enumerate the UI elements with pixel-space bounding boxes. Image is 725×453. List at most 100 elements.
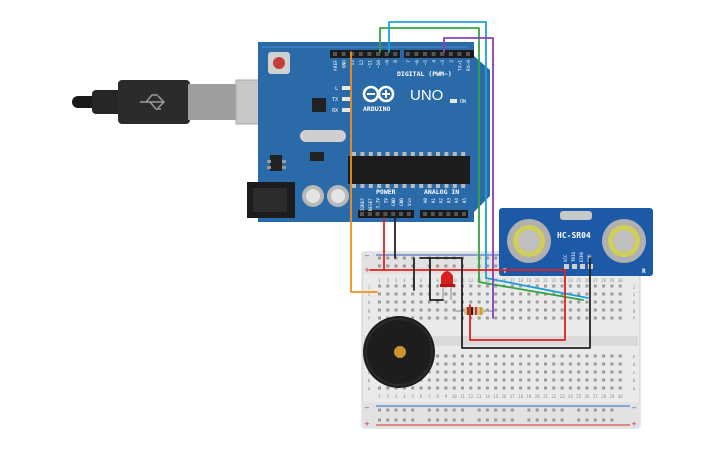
analog-pin-label: A3	[446, 198, 452, 204]
column-number: 4	[403, 394, 406, 399]
column-number: 16	[502, 394, 507, 399]
row-letter: f	[368, 316, 371, 322]
crystal	[300, 130, 346, 142]
column-number: 19	[526, 278, 531, 283]
column-number: 8	[436, 278, 439, 283]
top-pin-label: TX→1	[457, 60, 463, 71]
column-number: 7	[428, 394, 431, 399]
column-number: 14	[485, 394, 490, 399]
digital-header-left	[330, 50, 400, 58]
arduino-logo-icon	[362, 85, 395, 103]
column-number: 1	[378, 278, 381, 283]
rail-sign: +	[364, 420, 370, 428]
rail-sign: −	[631, 404, 637, 412]
red-led	[440, 271, 455, 300]
analog-pin-label: A2	[439, 198, 445, 204]
row-letter: e	[633, 355, 636, 360]
header-pin	[384, 52, 389, 56]
power-pin-label: 5V	[383, 198, 389, 204]
sensor-pin-label: VCC	[563, 254, 568, 262]
column-number: 26	[585, 394, 590, 399]
top-pin-label: 8	[393, 60, 399, 63]
sensor-pin-label: ECHO	[579, 251, 584, 262]
column-number: 14	[485, 278, 490, 283]
top-pin-label: ~5	[423, 60, 429, 66]
sensor-pin	[572, 264, 577, 269]
wire-red-sensor	[369, 269, 566, 341]
top-pin-label: ~3	[440, 60, 446, 66]
column-number: 10	[452, 278, 457, 283]
top-pin-label: AREF	[333, 60, 339, 71]
wire-orange	[350, 51, 378, 293]
header-pin	[423, 52, 427, 56]
status-led	[342, 86, 350, 90]
resistor	[456, 307, 492, 315]
row-letter: h	[633, 300, 636, 306]
analog-label: ANALOG IN	[424, 188, 459, 196]
sensor-corner-right: R	[642, 268, 646, 275]
column-number: 15	[493, 394, 498, 399]
column-number: 24	[568, 394, 573, 399]
column-number: 12	[468, 394, 473, 399]
header-pin	[414, 52, 419, 56]
sensor-pin-label: TRIG	[571, 251, 576, 262]
column-number: 22	[551, 394, 556, 399]
column-number: 30	[618, 394, 623, 399]
status-led	[342, 108, 350, 112]
top-pin-label: 13	[350, 60, 356, 66]
column-number: 20	[535, 278, 540, 283]
atmega-chip	[348, 156, 470, 184]
usb-icon	[140, 94, 166, 110]
top-pin-label: RX←0	[466, 60, 472, 71]
header-pin	[440, 52, 445, 56]
row-letter: f	[633, 316, 636, 322]
column-number: 11	[460, 394, 465, 399]
header-pin	[448, 52, 453, 56]
rail-sign: +	[631, 420, 637, 428]
analog-pin-label: A4	[454, 198, 460, 204]
column-number: 2	[387, 278, 390, 283]
wire-blue	[388, 21, 589, 299]
wire-purple	[443, 37, 494, 319]
column-number: 21	[543, 278, 548, 283]
row-letter: c	[368, 371, 371, 376]
center-channel	[364, 336, 638, 346]
row-letter: i	[633, 292, 636, 298]
column-number: 6	[420, 394, 423, 399]
power-pin-label: Vin	[407, 198, 413, 206]
header-pin	[405, 52, 410, 56]
column-number: 20	[535, 394, 540, 399]
column-number: 19	[526, 394, 531, 399]
top-pin-label: 4	[432, 60, 438, 63]
top-pin-label: ~11	[367, 60, 373, 69]
column-number: 18	[518, 394, 523, 399]
column-number: 18	[518, 278, 523, 283]
brand-label: ARDUINO	[363, 105, 390, 113]
column-number: 17	[510, 278, 515, 283]
column-number: 27	[593, 394, 598, 399]
row-letter: i	[368, 292, 371, 298]
analog-pin-label: A5	[462, 198, 468, 204]
top-pin-label: ~10	[376, 60, 382, 69]
top-pin-label: GND	[342, 60, 348, 69]
power-label: POWER	[376, 188, 396, 196]
column-number: 30	[618, 278, 623, 283]
column-number: 25	[576, 278, 581, 283]
column-number: 13	[477, 394, 482, 399]
column-number: 5	[411, 394, 414, 399]
column-number: 3	[395, 394, 398, 399]
led-label: RX	[332, 108, 338, 114]
column-number: 23	[560, 394, 565, 399]
column-number: 10	[452, 394, 457, 399]
row-letter: a	[633, 387, 636, 392]
led-label: L	[335, 86, 338, 92]
column-number: 22	[551, 278, 556, 283]
column-number: 24	[568, 278, 573, 283]
column-number: 28	[601, 394, 606, 399]
top-pin-label: 7	[406, 60, 412, 63]
top-pin-label: ~9	[385, 60, 391, 66]
column-number: 8	[436, 394, 439, 399]
voltage-regulator	[270, 155, 282, 171]
